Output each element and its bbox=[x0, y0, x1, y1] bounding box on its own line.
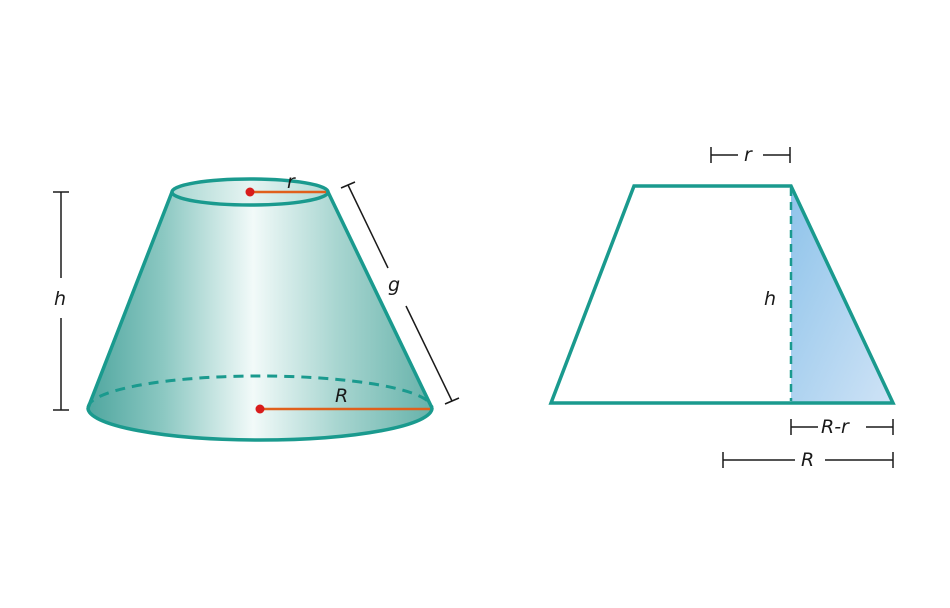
frustum-height-dimension bbox=[53, 191, 69, 411]
frustum-base-back-arc bbox=[86, 374, 434, 409]
section-R-dimension bbox=[722, 452, 894, 468]
frustum-right-edge bbox=[326, 191, 434, 409]
frustum-label-R: R bbox=[335, 385, 348, 407]
frustum-slant-dimension bbox=[340, 181, 460, 405]
section-label-r: r bbox=[744, 144, 753, 166]
frustum-left-edge bbox=[86, 191, 174, 409]
section-label-R: R bbox=[801, 449, 814, 471]
frustum-base-front-arc bbox=[86, 407, 434, 442]
frustum-base-center-dot bbox=[255, 404, 265, 414]
section-label-R-minus-r: R-r bbox=[821, 416, 850, 438]
section-trapezoid bbox=[548, 184, 896, 405]
frustum-label-r: r bbox=[287, 171, 296, 193]
section-label-h: h bbox=[764, 288, 776, 310]
cross-section: h r R-r R bbox=[548, 144, 896, 471]
section-R-minus-r-dimension bbox=[790, 419, 894, 435]
frustum: r R h g bbox=[53, 171, 460, 442]
section-r-dimension bbox=[710, 147, 791, 163]
frustum-label-h: h bbox=[54, 288, 66, 310]
frustum-body bbox=[88, 192, 432, 440]
frustum-label-g: g bbox=[388, 274, 400, 296]
frustum-top-center-dot bbox=[245, 187, 255, 197]
